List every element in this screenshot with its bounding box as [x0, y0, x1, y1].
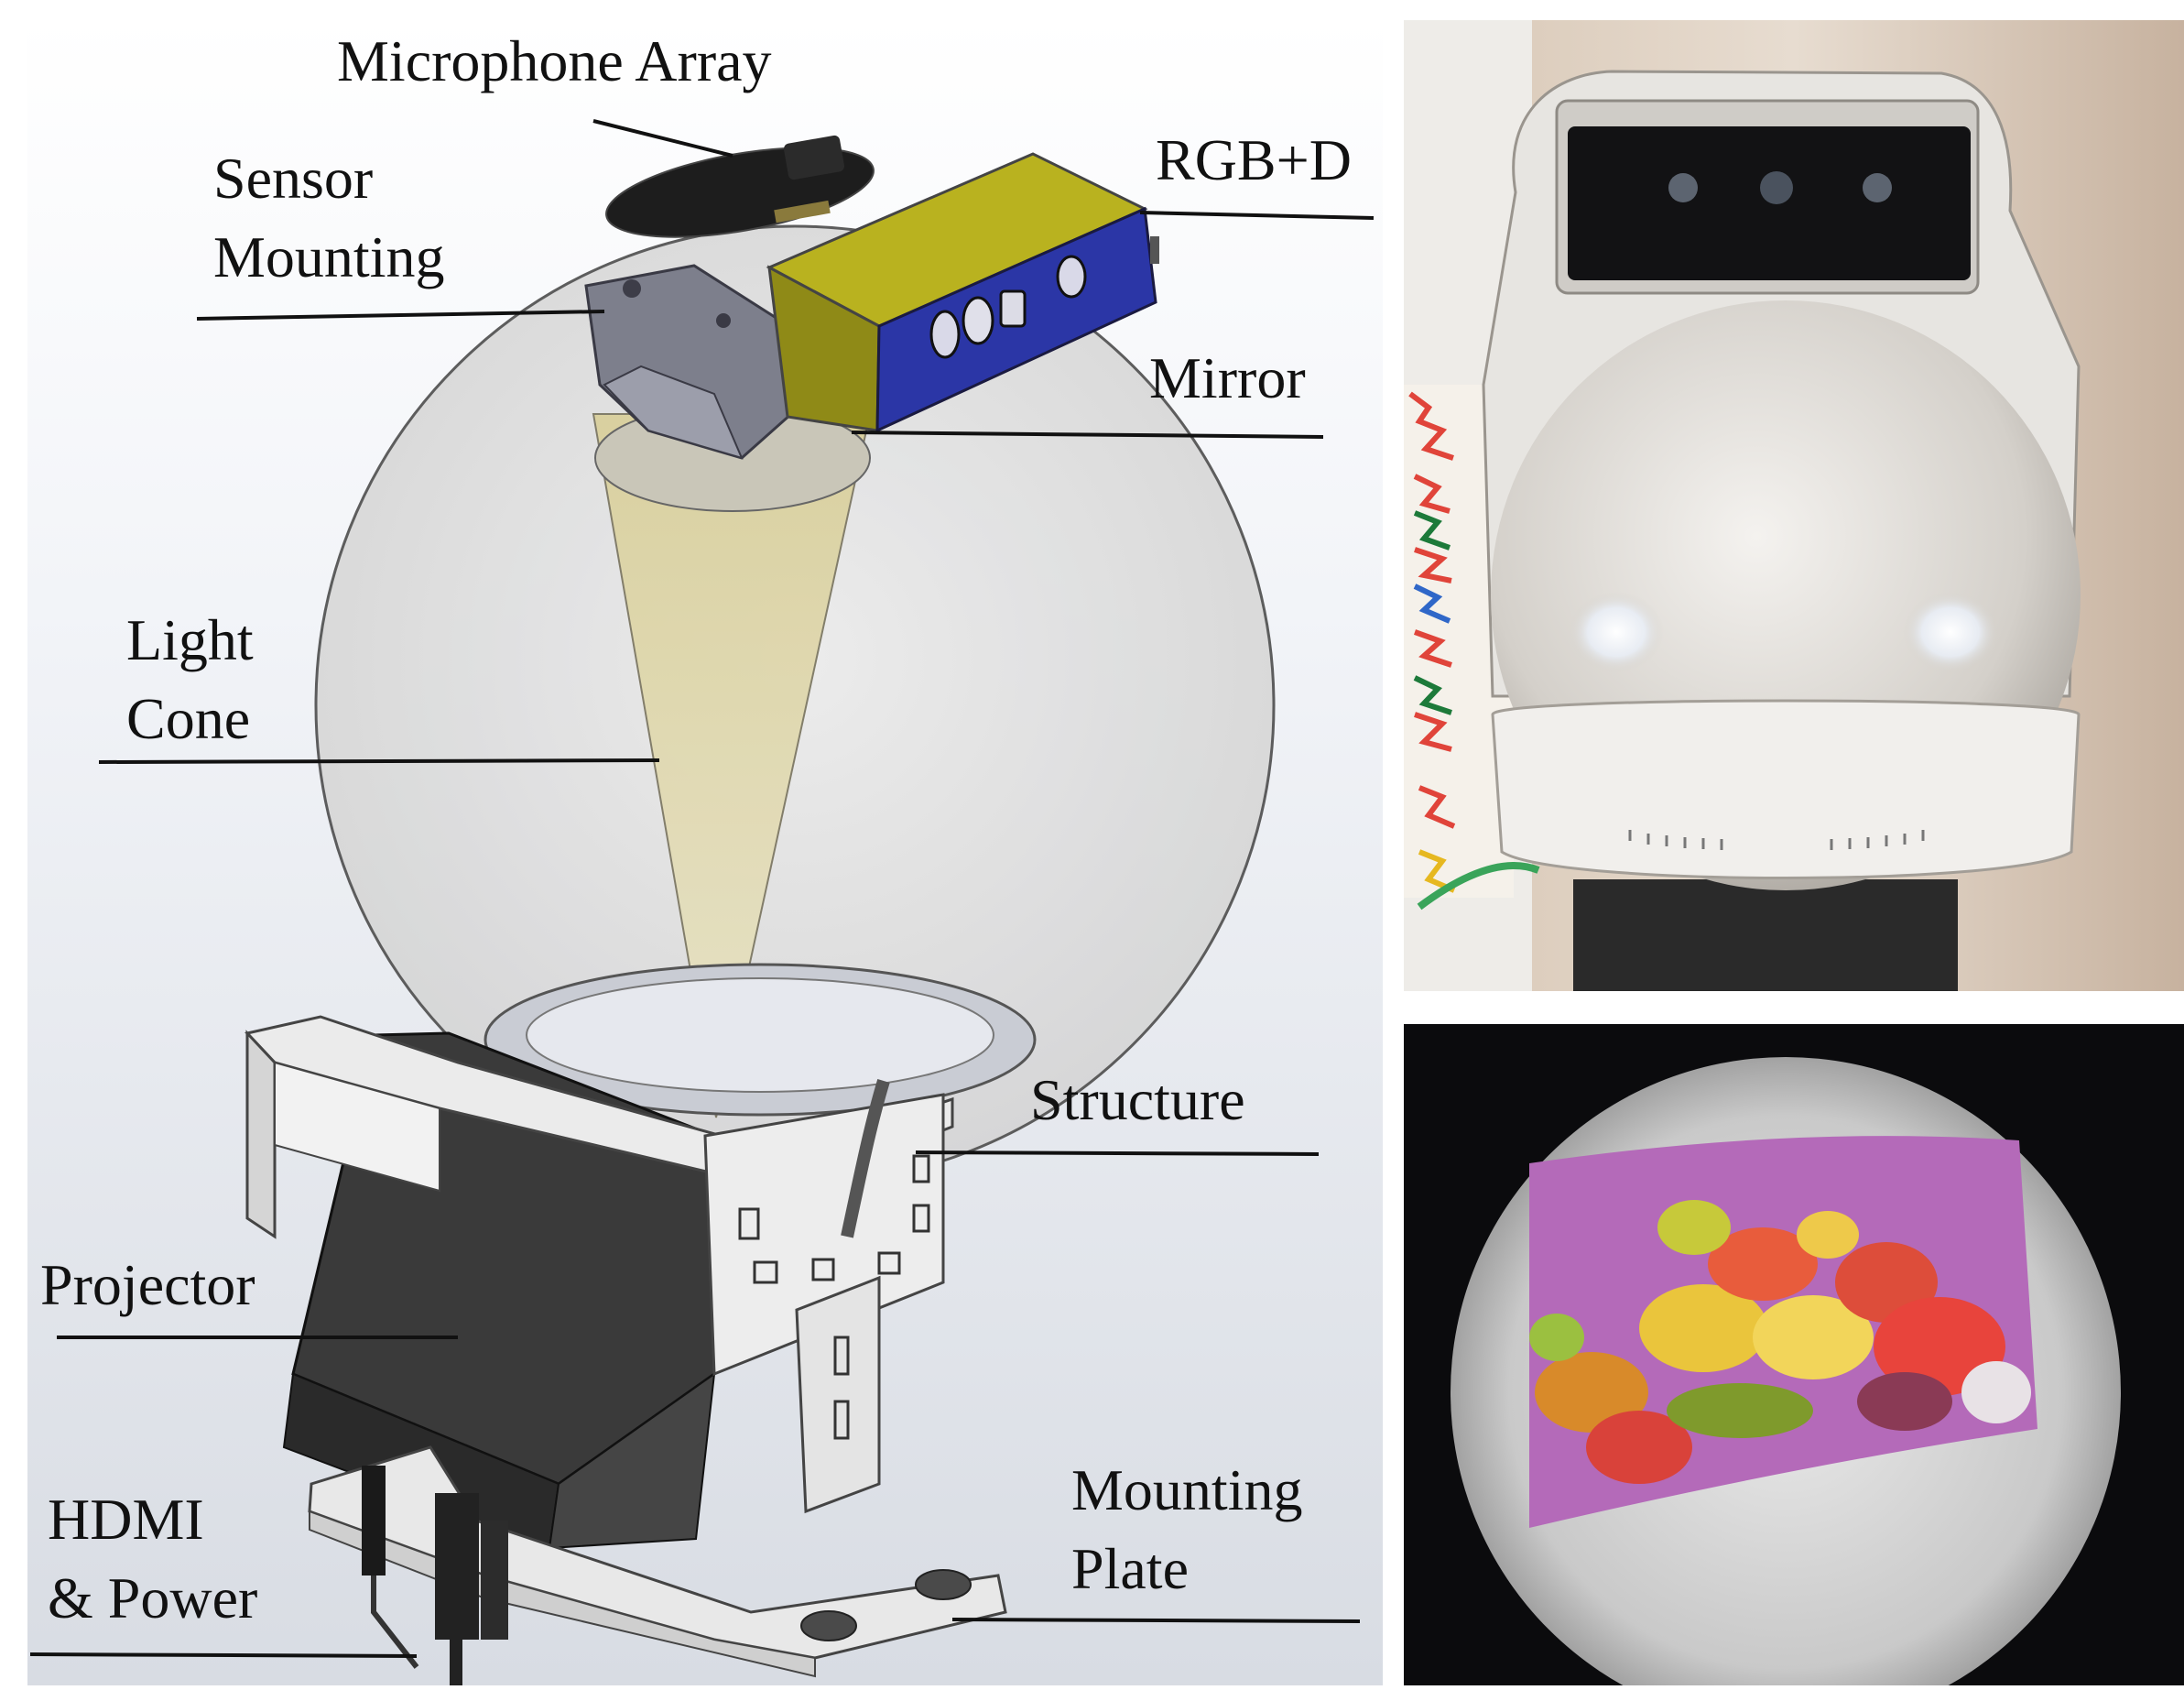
projection-photo — [1404, 1024, 2184, 1690]
label-sensor-mounting-line1: Sensor — [213, 146, 374, 211]
leader-rgbd — [1139, 211, 1375, 220]
leader-structure — [915, 1150, 1320, 1156]
leader-sensor-mounting — [196, 310, 605, 321]
label-projector: Projector — [40, 1252, 255, 1317]
robot-camera-housing — [1568, 126, 1971, 280]
label-mounting-plate: Mounting Plate — [1071, 1451, 1302, 1608]
hdmi-power-cables — [362, 1466, 508, 1685]
label-hdmi-power-line1: HDMI — [48, 1487, 204, 1552]
robot-right-eye — [1903, 592, 1998, 672]
robot-photo — [1404, 20, 2184, 991]
leader-hdmi-power — [29, 1652, 418, 1658]
label-structure: Structure — [1030, 1067, 1245, 1132]
label-mirror: Mirror — [1149, 345, 1306, 410]
lens-ring — [484, 963, 1037, 1183]
leader-lines — [29, 119, 1375, 1658]
leader-mirror — [851, 431, 1324, 439]
label-light-cone-line2: Cone — [126, 686, 251, 751]
label-mounting-plate-line2: Plate — [1071, 1536, 1189, 1601]
label-sensor-mounting-line2: Mounting — [213, 224, 445, 289]
leader-mounting-plate — [951, 1618, 1361, 1623]
label-light-cone-line1: Light — [126, 607, 254, 672]
label-mounting-plate-line1: Mounting — [1071, 1457, 1303, 1522]
structure-frame — [244, 1015, 954, 1514]
leader-microphone-array — [592, 119, 733, 158]
label-sensor-mounting: Sensor Mounting — [213, 139, 444, 297]
label-rgbd: RGB+D — [1156, 127, 1352, 192]
robot-collar — [1491, 699, 2081, 879]
robot-base — [1573, 879, 1958, 991]
microphone-array — [605, 135, 875, 238]
mounting-plate — [308, 1445, 1007, 1678]
projected-fruit — [1529, 1200, 2031, 1484]
label-hdmi-power-line2: & Power — [48, 1565, 258, 1630]
robot-left-eye — [1569, 592, 1664, 672]
label-microphone-array: Microphone Array — [337, 28, 772, 93]
cad-panel — [27, 18, 1383, 1685]
rgbd-sensor — [766, 152, 1159, 433]
label-hdmi-power: HDMI & Power — [48, 1480, 257, 1638]
leader-light-cone — [98, 758, 660, 764]
label-light-cone: Light Cone — [126, 601, 254, 758]
